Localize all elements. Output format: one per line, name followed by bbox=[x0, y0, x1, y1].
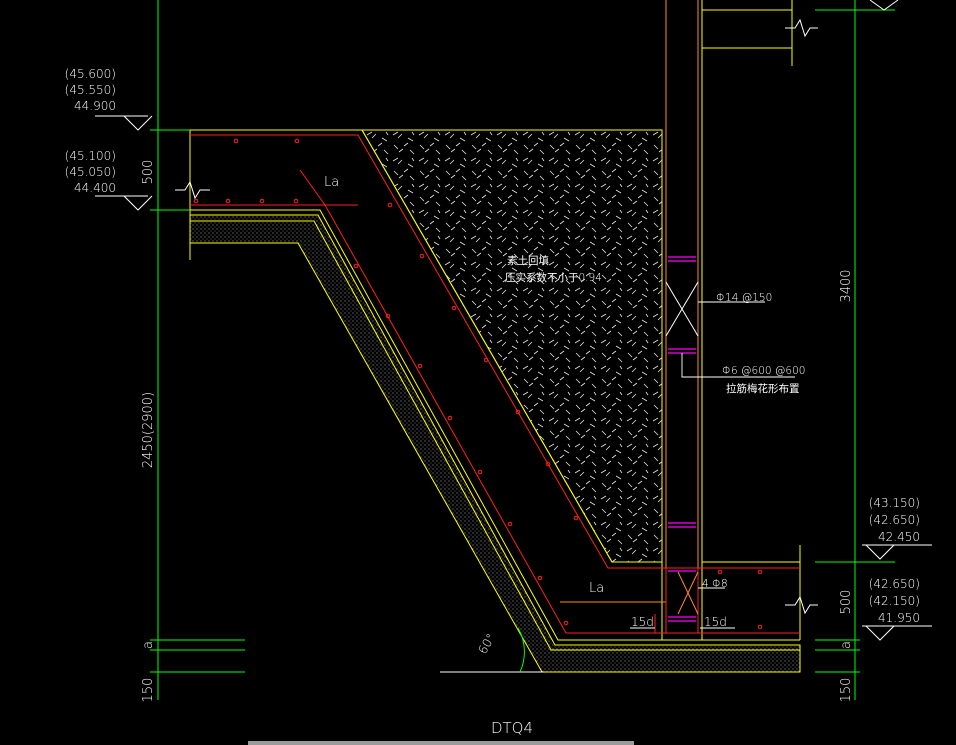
elev-mid-left-3: 44.400 bbox=[74, 181, 116, 195]
label-fill-note-1: 素土回填 bbox=[507, 254, 549, 267]
rebar-dot bbox=[259, 198, 265, 204]
dimension-lines bbox=[150, 0, 895, 700]
x-marks bbox=[665, 281, 699, 615]
concrete-outline bbox=[189, 0, 801, 641]
elevation-markers bbox=[95, 0, 932, 641]
rebar-dot bbox=[385, 313, 391, 319]
rebar-dot bbox=[417, 363, 423, 369]
dim-left-150: 150 bbox=[141, 678, 156, 703]
rebar-dot bbox=[294, 138, 300, 144]
label-rebar-tie: Φ6 @600 @600 bbox=[722, 365, 805, 377]
label-lap-left: 15d bbox=[631, 615, 654, 629]
wall-rebar bbox=[560, 0, 699, 630]
elev-lower-right-1: (42.650) bbox=[869, 577, 920, 591]
cushion-inner-line bbox=[190, 220, 800, 651]
elev-upper-left-1: (45.600) bbox=[65, 67, 116, 81]
dim-right-500: 500 bbox=[839, 590, 854, 615]
rebar-dot bbox=[193, 198, 199, 204]
status-scroll-bar bbox=[248, 741, 634, 745]
elev-upper-right-1: (43.150) bbox=[869, 496, 920, 510]
rebar-dot bbox=[447, 415, 453, 421]
ground-and-angle bbox=[440, 627, 545, 673]
elev-mid-left-2: (45.050) bbox=[65, 165, 116, 179]
label-la-bottom: La bbox=[589, 581, 604, 596]
label-rebar-main: Φ14 @150 bbox=[716, 292, 772, 304]
dim-right-150: 150 bbox=[839, 678, 854, 703]
rebar-dot-group bbox=[193, 138, 763, 630]
rebar-dot bbox=[757, 624, 763, 630]
label-la-top: La bbox=[324, 175, 339, 190]
drawing-title: DTQ4 bbox=[491, 719, 533, 737]
dim-left-a: a bbox=[141, 641, 156, 649]
label-fill-note-2: 压实系数不小于0.94 bbox=[505, 271, 602, 284]
rebar-dot bbox=[545, 461, 551, 467]
dim-left-height: 2450(2900) bbox=[141, 392, 156, 468]
leader-lines bbox=[630, 301, 795, 629]
dim-right-a: a bbox=[839, 641, 854, 649]
rebar-dot bbox=[233, 138, 239, 144]
elev-upper-left-3: 44.900 bbox=[74, 99, 116, 113]
label-angle: 60° bbox=[475, 631, 498, 656]
elev-lower-right-3: 41.950 bbox=[878, 611, 920, 625]
rebar-dot bbox=[757, 569, 763, 575]
dim-right-3400: 3400 bbox=[839, 269, 854, 302]
rebar-dot bbox=[537, 575, 543, 581]
break-lines bbox=[175, 18, 818, 615]
elev-lower-right-2: (42.150) bbox=[869, 594, 920, 608]
elev-upper-right-3: 42.450 bbox=[878, 530, 920, 544]
rebar-dot bbox=[225, 198, 231, 204]
rebar-dot bbox=[507, 521, 513, 527]
rebar-dot bbox=[515, 409, 521, 415]
rebar-dot bbox=[387, 202, 393, 208]
rebar-dot bbox=[353, 263, 359, 269]
rebar-dot bbox=[483, 357, 489, 363]
rebar-dot bbox=[451, 305, 457, 311]
rebar-dot bbox=[563, 620, 569, 626]
elev-mid-left-1: (45.100) bbox=[65, 149, 116, 163]
wall-ties bbox=[668, 256, 696, 622]
slab-rebar bbox=[190, 134, 800, 634]
rebar-dot bbox=[477, 469, 483, 475]
cushion-layer-top bbox=[189, 214, 801, 673]
rebar-dot bbox=[717, 569, 723, 575]
label-rebar-tie-note: 拉筋梅花形布置 bbox=[726, 382, 800, 395]
elev-upper-right-2: (42.650) bbox=[869, 513, 920, 527]
label-stirrup: 4 Φ8 bbox=[702, 578, 728, 590]
rebar-dot bbox=[573, 515, 579, 521]
backfill-hatch-region bbox=[361, 129, 663, 563]
dim-left-500: 500 bbox=[141, 160, 156, 185]
elev-upper-left-2: (45.550) bbox=[65, 83, 116, 97]
rebar-dot bbox=[419, 253, 425, 259]
rebar-dot bbox=[293, 198, 299, 204]
label-lap-right: 15d bbox=[704, 615, 727, 629]
